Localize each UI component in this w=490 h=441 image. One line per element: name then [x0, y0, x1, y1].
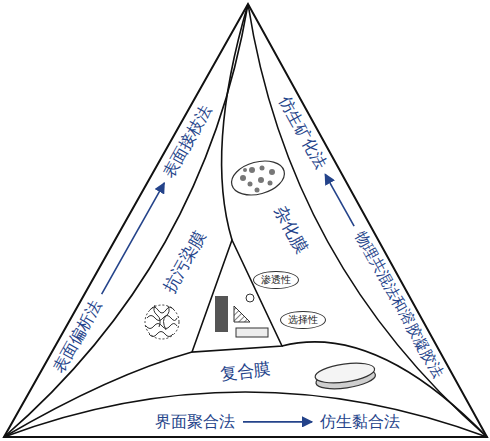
band-boundary	[4, 392, 487, 437]
small-circle	[246, 294, 254, 302]
node-text: 杂化膜	[270, 203, 310, 256]
node-text: 表面接枝法	[161, 102, 215, 180]
node-text: 表面偏析法	[51, 297, 105, 375]
evolution-arrow	[102, 183, 165, 294]
brush-polymer	[145, 305, 179, 339]
method-label: 物理共混法和溶胶凝胶法	[350, 227, 447, 384]
region-divider	[222, 4, 248, 240]
method-label: 表面接枝法	[159, 100, 217, 182]
property-ellipse: 渗透性	[253, 271, 299, 290]
node-text: 物理共混法和溶胶凝胶法	[351, 229, 445, 381]
membrane-type: 复合膜	[217, 359, 274, 384]
membrane-type: 抗污染膜	[159, 226, 212, 298]
membrane-type: 杂化膜	[268, 201, 312, 259]
evolution-arrow	[325, 174, 354, 226]
node-text: 渗透性	[261, 275, 291, 286]
dotted-membrane	[228, 156, 288, 201]
band-boundary	[4, 4, 248, 437]
property-ellipse: 选择性	[280, 311, 326, 330]
method-label: 仿生矿化法	[273, 91, 330, 174]
node-text: 抗污染膜	[161, 228, 210, 296]
node-text: 选择性	[288, 315, 318, 326]
method-label: 表面偏析法	[49, 295, 107, 377]
striped-wedge	[234, 306, 250, 322]
region-divider	[282, 342, 487, 437]
node-text: 界面聚合法	[155, 414, 235, 431]
layer-bar	[236, 328, 268, 337]
band-boundary	[248, 4, 487, 437]
center-triangle	[192, 240, 282, 352]
method-label: 界面聚合法	[153, 413, 237, 432]
dark-block	[215, 296, 228, 332]
node-text: 复合膜	[219, 360, 272, 383]
node-text: 仿生矿化法	[275, 93, 328, 171]
layered-membrane	[314, 360, 377, 392]
evolution-arrow	[243, 421, 312, 423]
outer-triangle	[4, 4, 487, 437]
method-label: 仿生黏合法	[318, 413, 402, 432]
node-text: 仿生黏合法	[320, 414, 400, 431]
